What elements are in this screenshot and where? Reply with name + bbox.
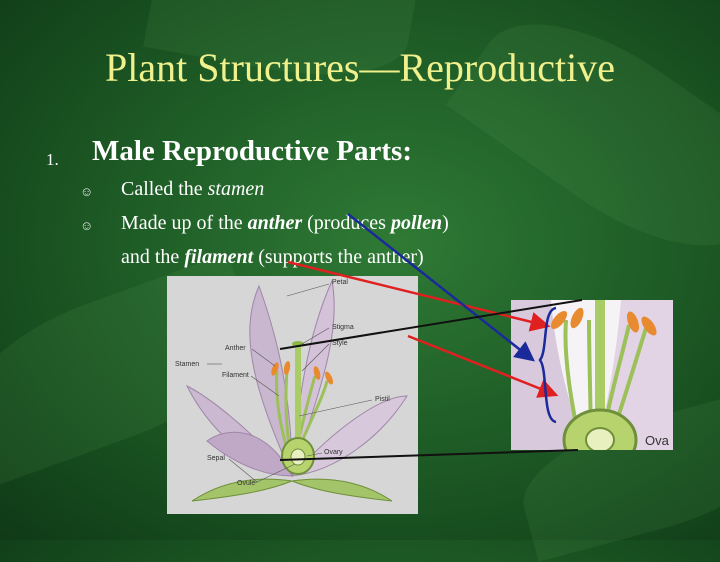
arrow-to-anther [287,260,551,332]
inset-label-ova: Ova [645,433,669,448]
label-stamen: Stamen [175,361,200,368]
label-ovary: Ovary [324,449,343,456]
arrow-to-filament [407,334,559,398]
label-filament: Filament [222,372,249,379]
annotation-arrows [279,213,583,461]
label-style: Style [332,340,348,347]
label-stigma: Stigma [332,324,354,331]
section-heading: Male Reproductive Parts: [92,135,412,167]
arrow-to-stamen [347,213,535,362]
list-number: 1. [46,150,59,169]
flower-diagram: Petal Stigma Style Anther Stamen Filamen… [167,276,418,514]
label-anther: Anther [225,345,246,352]
bullet-icon: ☺ [80,184,94,199]
flower-drawing [185,279,408,502]
label-pistil: Pistil [375,396,390,403]
bullet-icon: ☺ [80,218,94,233]
label-petal: Petal [332,279,348,286]
connector-top [279,299,583,350]
inset-drawing [511,300,673,450]
connector-bottom [279,449,579,461]
label-sepal: Sepal [207,455,225,462]
bullet-anther: Made up of the anther (produces pollen) [121,212,449,234]
stamen-inset [511,300,673,450]
label-ovule: Ovule [237,480,256,487]
continuation-line: and the filament (supports the anther) [121,246,424,268]
stamen-bracket [538,306,557,424]
bullet-stamen: Called the stamen [121,178,265,200]
slide-title: Plant Structures—Reproductive [105,45,615,90]
